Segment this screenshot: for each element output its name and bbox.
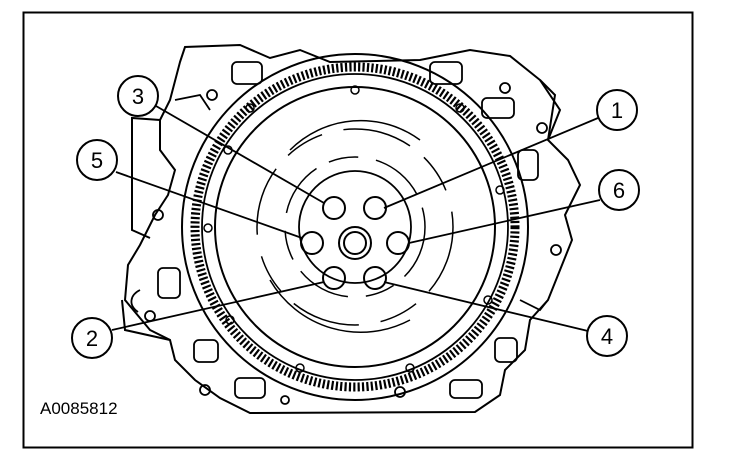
callout-2: 2 bbox=[71, 317, 113, 359]
engine-block bbox=[121, 43, 582, 415]
housing-details bbox=[130, 61, 562, 405]
callout-label-1: 1 bbox=[611, 98, 623, 123]
callout-6: 6 bbox=[598, 169, 640, 211]
leader-3 bbox=[155, 105, 325, 204]
callout-label-3: 3 bbox=[132, 84, 144, 109]
leader-5 bbox=[115, 171, 303, 239]
callout-5: 5 bbox=[76, 139, 118, 181]
callout-1: 1 bbox=[596, 89, 638, 131]
callout-label-4: 4 bbox=[601, 324, 613, 349]
callout-4: 4 bbox=[586, 315, 628, 357]
leader-6 bbox=[408, 199, 601, 244]
callout-label-5: 5 bbox=[91, 148, 103, 173]
callout-3: 3 bbox=[117, 75, 159, 117]
bolt-3 bbox=[322, 196, 346, 220]
leader-1 bbox=[383, 117, 599, 209]
flywheel-holes bbox=[203, 85, 505, 373]
flywheel-plate bbox=[214, 86, 496, 368]
center-pilot bbox=[338, 226, 372, 260]
bolt-4 bbox=[363, 266, 387, 290]
figure-code: A0085812 bbox=[40, 399, 118, 418]
leader-4 bbox=[383, 281, 589, 332]
ring-gear bbox=[181, 53, 529, 401]
leader-2 bbox=[111, 281, 325, 331]
callout-label-6: 6 bbox=[613, 178, 625, 203]
bolt-2 bbox=[322, 266, 346, 290]
figure-frame bbox=[22, 11, 694, 449]
bolt-5 bbox=[300, 231, 324, 255]
callout-label-2: 2 bbox=[86, 326, 98, 351]
leader-lines bbox=[111, 105, 601, 332]
